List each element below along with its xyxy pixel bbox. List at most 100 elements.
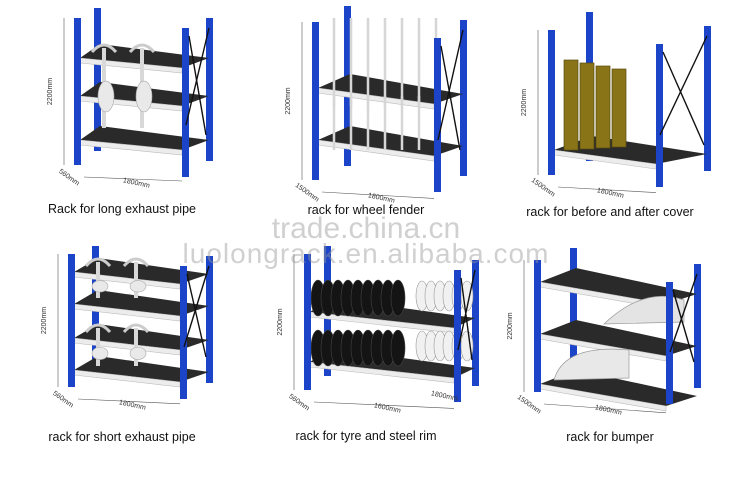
upright [94,8,101,151]
cover-panel [579,62,595,150]
rack-illustration: 2200mm 1500mm 1800mm [521,12,711,200]
upright [312,22,319,180]
depth-dimension: 560mm [287,393,310,412]
dimension-line [543,403,667,414]
cross-brace [437,29,464,141]
rack-caption: Rack for long exhaust pipe [47,202,196,216]
shelf-deck [74,290,209,316]
cover-panel [563,59,579,151]
pipe-bend [122,323,150,334]
cross-brace [460,277,473,361]
muffler [129,346,147,360]
dimension-line [313,401,455,409]
upright [180,266,187,399]
pipe-bend [84,257,112,268]
cross-brace [669,273,698,353]
cross-brace [188,35,207,136]
cross-brace [183,265,210,348]
height-dimension: 2200mm [521,89,528,116]
height-dimension: 2200mm [507,312,514,339]
depth-dimension: 560mm [57,168,80,187]
dimension-line [321,191,435,199]
rack-caption: rack for tyre and steel rim [295,429,437,443]
rack-card-before-after-cover: 2200mm 1500mm 1800mm rack for before and a… [488,0,732,242]
dimension-line [557,186,657,193]
upright [68,254,75,387]
cross-brace [672,289,695,363]
bumper [553,348,630,381]
depth-dimension: 1500mm [516,394,542,415]
shelf-deck [540,268,697,304]
shelf-deck [80,126,209,150]
cross-brace [186,273,207,358]
upright [656,44,663,187]
cross-brace [662,51,705,146]
pipe-bend [90,43,118,54]
rack-caption: rack for short exhaust pipe [48,430,196,444]
width-dimension: 1800mm [596,187,624,200]
rack-illustration: 2200mm 1500mm 1800mm [507,248,701,417]
width-dimension: 1600mm [373,402,401,415]
rack-card-short-exhaust-pipe: 2200mm 560mm 1800mm rack for short exhaust… [0,242,244,484]
depth-dimension: 560mm [51,390,74,409]
width-dimension: 1800mm [122,177,150,190]
rack-caption: rack for wheel fender [307,203,425,217]
upright [460,20,467,176]
shelf-deck [318,74,463,104]
muffler [135,80,153,113]
upright [206,256,213,383]
bumper [603,295,685,325]
tyre [390,279,406,317]
upright [182,28,189,177]
height-dimension: 2200mm [41,307,48,334]
pipe-bend [122,257,150,268]
upright [472,260,479,386]
upright [434,38,441,192]
rack-illustration: 2200mm 560mm 1800mm [41,246,213,412]
rack-caption: rack for bumper [566,430,654,444]
rack-card-bumper: 2200mm 1500mm 1800mm rack for bumper [488,242,732,484]
upright [304,254,311,390]
upright [666,282,673,404]
upright [704,26,711,171]
upright [570,248,577,378]
cross-brace [440,45,461,151]
muffler [91,280,109,293]
shelf-deck [74,356,209,382]
height-dimension: 2200mm [47,78,54,105]
dimension-line [77,398,181,405]
height-dimension: 2200mm [277,308,284,335]
tyre [390,329,406,367]
upright [548,30,555,175]
rack-card-long-exhaust-pipe: 2200mm 560mm 1800mm Rack for long exhaust … [0,0,244,242]
dimension-line [83,176,183,182]
rack-illustration: 2200mm 560mm 1800mm [47,8,213,190]
cross-brace [659,35,708,136]
muffler [97,80,115,113]
cross-brace [457,269,476,351]
pipe-bend [128,43,156,54]
upright [534,260,541,392]
upright [74,18,81,165]
shelf-deck [540,320,697,356]
cover-panel [595,65,611,149]
upright [454,270,461,402]
depth-dimension: 1500mm [530,177,556,198]
cover-panel [611,68,627,148]
upright [694,264,701,388]
muffler [91,346,109,360]
muffler [129,280,147,293]
width-dimension: 1800mm [594,404,622,417]
rack-caption: rack for before and after cover [526,205,694,219]
upright [206,18,213,161]
shelf-deck [318,126,463,156]
cross-brace [185,27,210,126]
depth-dimension: 1500mm [294,182,320,203]
pipe-bend [84,323,112,334]
width-dimension: 1800mm [118,399,146,412]
height-dimension: 2200mm [285,87,292,114]
